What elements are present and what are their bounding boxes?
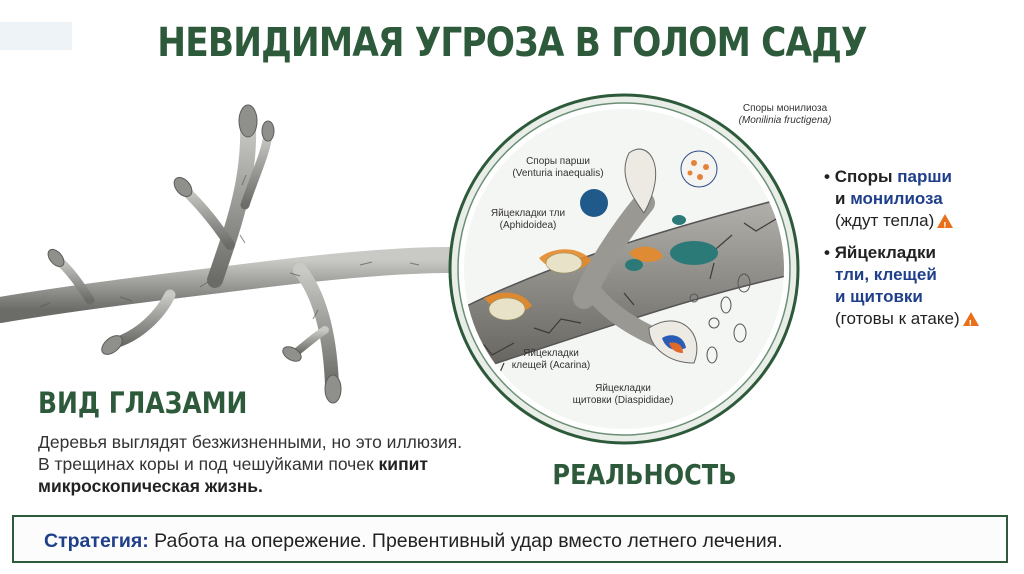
corner-tab	[0, 22, 72, 50]
eye-view-text: Деревья выглядят безжизненными, но это и…	[38, 432, 463, 496]
page-title: НЕВИДИМАЯ УГРОЗА В ГОЛОМ САДУ	[157, 20, 867, 66]
strategy-banner: Стратегия: Работа на опережение. Превент…	[12, 515, 1008, 563]
strategy-text: Стратегия: Работа на опережение. Превент…	[44, 530, 783, 552]
annotation-moniliosis: Споры монилиоза (Monilinia fructigena)	[738, 103, 832, 126]
warning-icon	[962, 312, 979, 336]
reality-heading: РЕАЛЬНОСТЬ	[552, 458, 737, 491]
annotation-mite: Яйцекладки клещей (Acarina)	[511, 348, 591, 371]
threat-list: • Споры парши и монилиоза (ждут тепла) •…	[824, 166, 1020, 340]
magnified-view	[448, 93, 800, 445]
branch-illustration	[0, 104, 450, 404]
threat-spores: • Споры парши и монилиоза (ждут тепла)	[824, 166, 1020, 238]
eye-view-heading: ВИД ГЛАЗАМИ	[38, 386, 248, 420]
annotation-scab: Споры парши (Venturia inaequalis)	[512, 156, 604, 179]
threat-eggs: • Яйцекладки тли, клещей и щитовки (гото…	[824, 242, 1020, 336]
warning-icon	[937, 214, 954, 238]
annotation-scale: Яйцекладки щитовки (Diaspididae)	[572, 383, 674, 406]
annotation-aphid: Яйцекладки тли (Aphidoidea)	[490, 208, 566, 231]
